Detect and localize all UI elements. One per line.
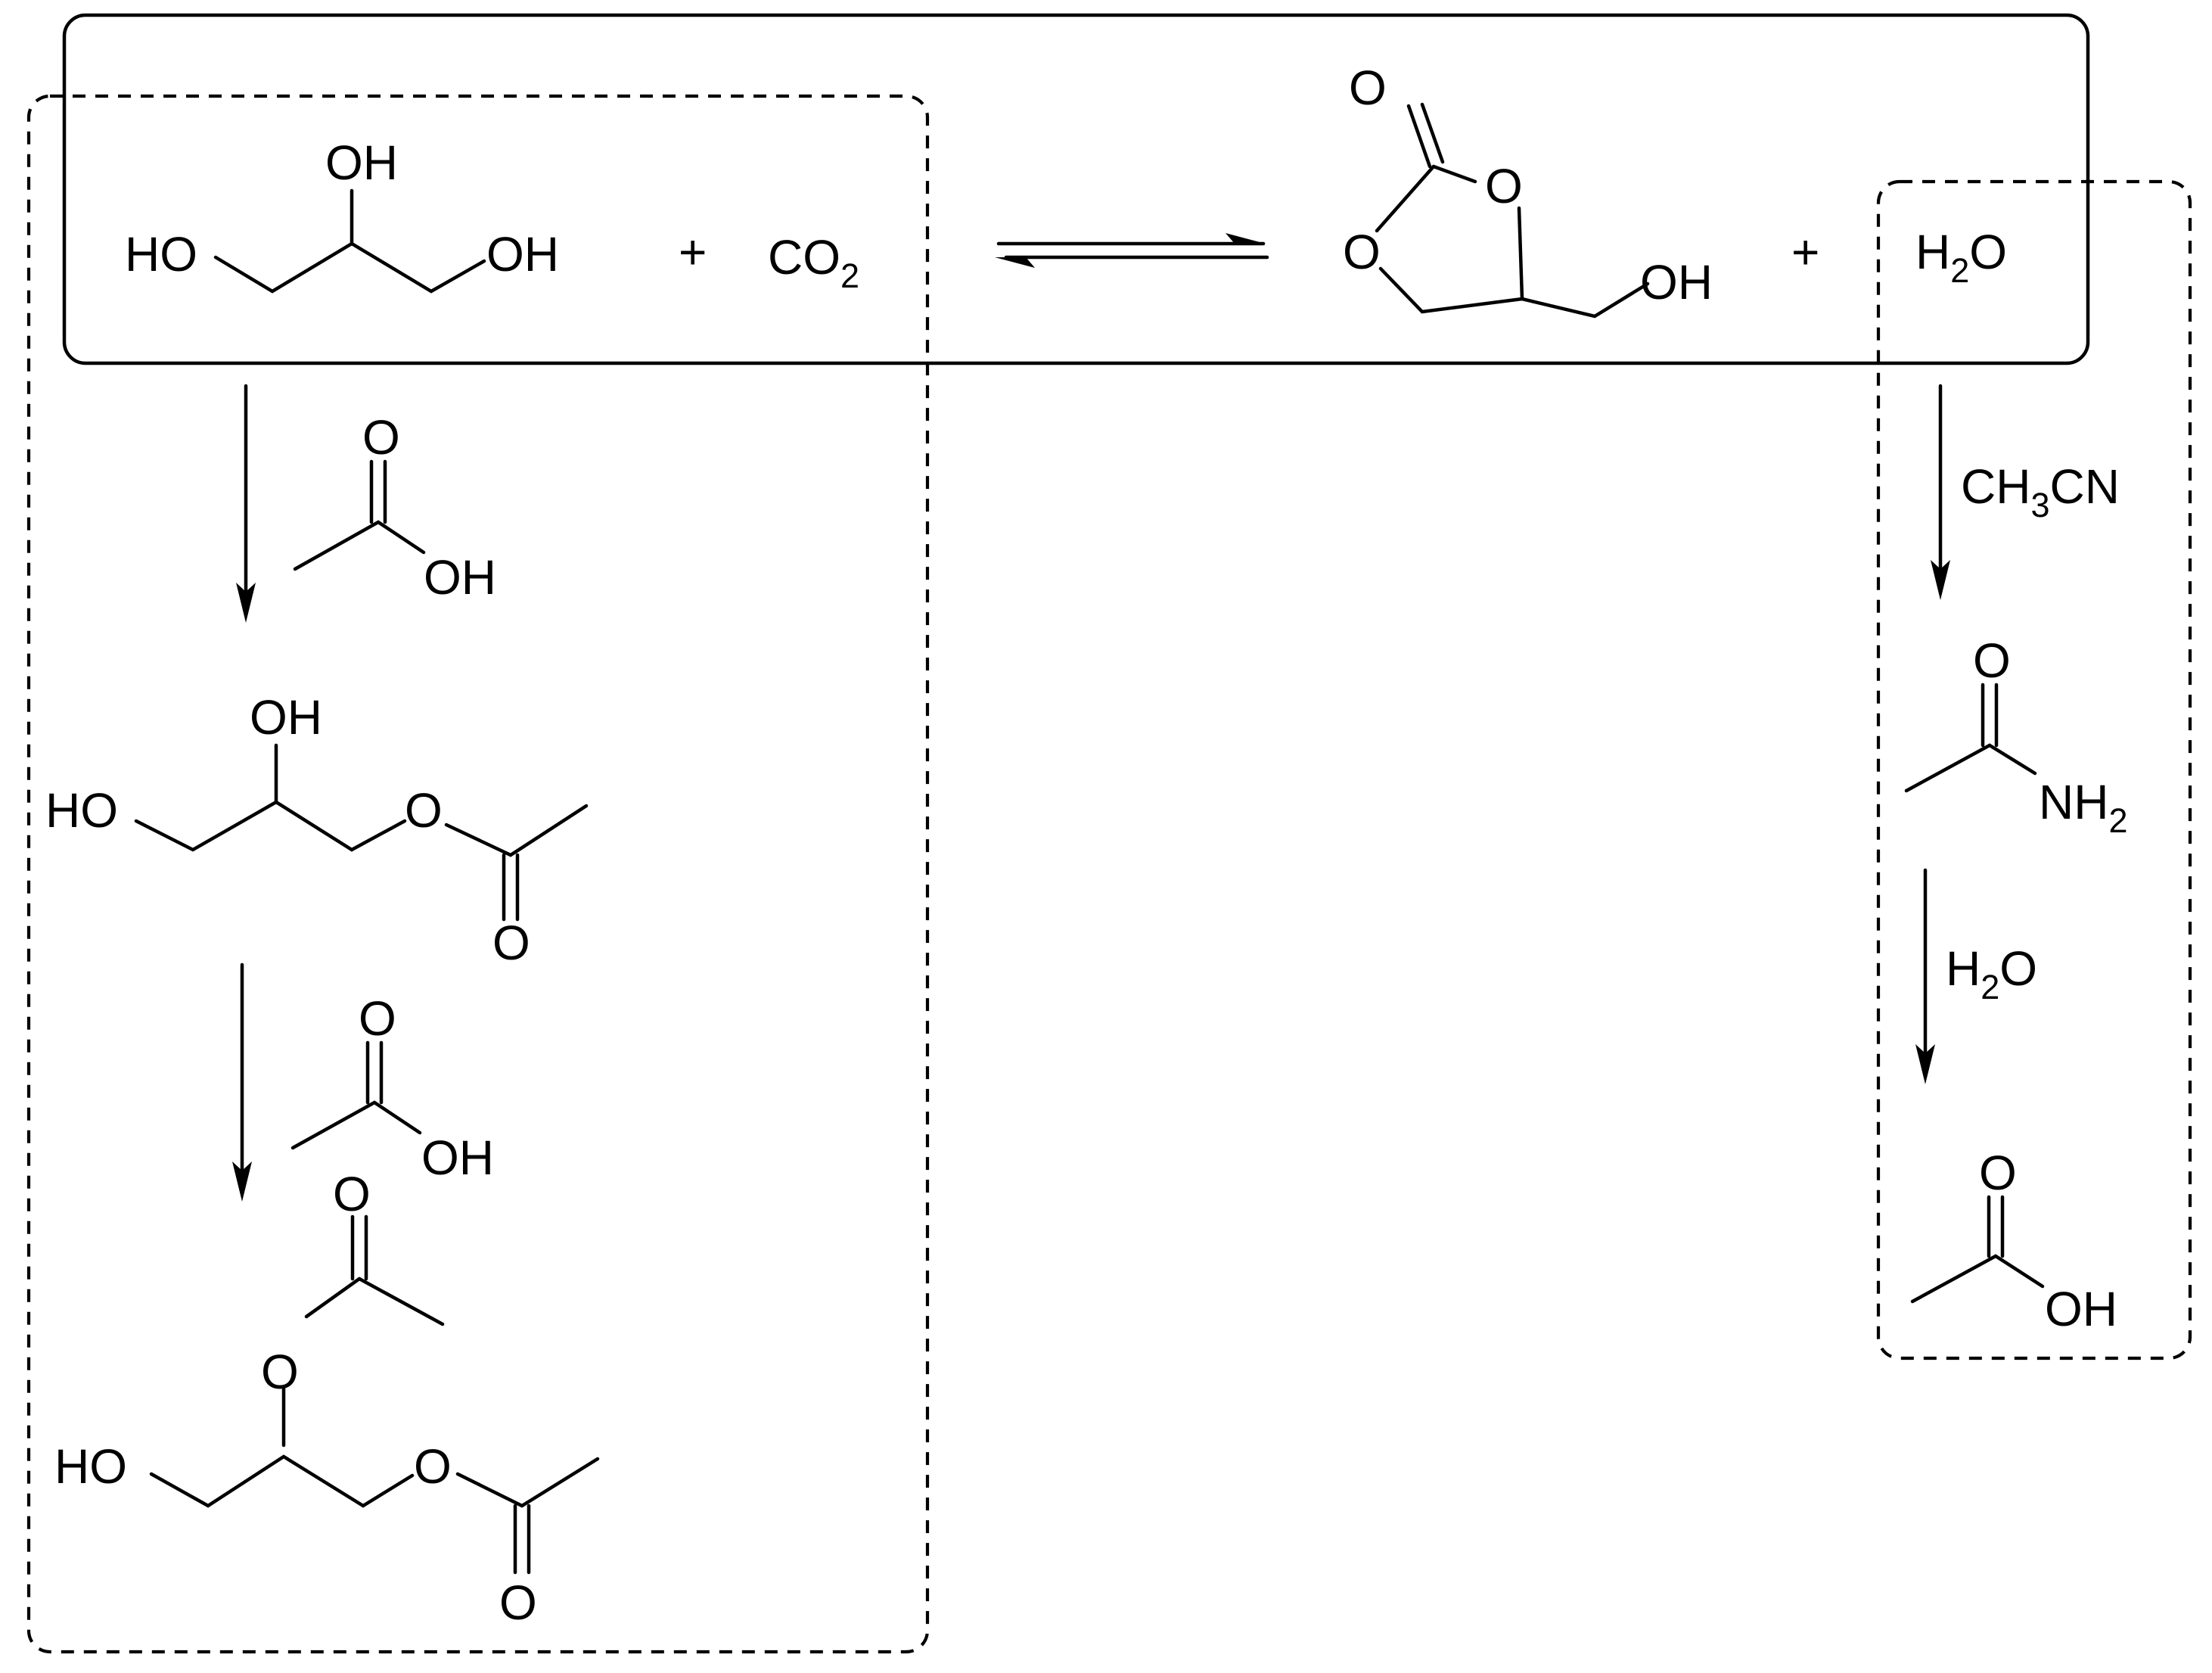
acid2-o: O (359, 991, 396, 1046)
equilibrium-arrows (995, 233, 1269, 268)
acid3-o: O (1979, 1146, 2017, 1200)
arrow-to-monoacetin (236, 384, 256, 623)
reagent-h2o: H2O (1946, 941, 2037, 1006)
di-o-carbonyl: O (499, 1575, 537, 1630)
equilibrium-box (62, 13, 2090, 365)
carbonate-o-carbonyl: O (1349, 61, 1387, 115)
glycerol-oh-left: HO (125, 227, 197, 281)
di-o-ester-top: O (261, 1345, 299, 1399)
monoacetin-structure: OH HO O O (45, 690, 589, 970)
acid3-oh: OH (2045, 1282, 2117, 1336)
plus-sign-right: + (1791, 225, 1819, 279)
diacetin-structure: O O HO O O (54, 1167, 600, 1630)
acid1-oh: OH (424, 550, 496, 605)
glycerol-oh-top: OH (325, 135, 398, 190)
reagent-ch3cn: CH3CN (1961, 459, 2120, 524)
acetamide-nh2: NH2 (2039, 775, 2127, 840)
glycerol-structure: OH HO OH (125, 135, 559, 294)
arrow-to-acetamide (1931, 384, 1950, 600)
water-label: H2O (1915, 225, 2007, 290)
di-o-ester: O (414, 1439, 452, 1494)
arrow-to-acetic-acid (1915, 868, 1935, 1084)
carbonate-oh: OH (1640, 255, 1713, 309)
acetic-acid-product: O OH (1910, 1146, 2117, 1336)
glycerol-oh-right: OH (486, 227, 559, 281)
co2-label: CO2 (768, 230, 859, 295)
acid1-o: O (362, 410, 400, 465)
glycerol-acetylation-box (26, 94, 930, 1654)
mono-o-carbonyl: O (492, 916, 530, 970)
di-o-carbonyl-top: O (333, 1167, 371, 1221)
glycerol-carbonate-structure: O O O OH (1343, 61, 1713, 319)
arrow-to-diacetin (232, 962, 252, 1202)
carbonate-o-ring-left: O (1343, 225, 1381, 279)
mono-o-ester: O (405, 783, 443, 838)
di-oh-left: HO (54, 1439, 127, 1494)
acid2-oh: OH (421, 1130, 494, 1185)
acetamide-o: O (1973, 633, 2011, 688)
carbonate-o-ring-right: O (1485, 159, 1523, 213)
acetic-acid-reagent-2: O OH (290, 991, 494, 1185)
mono-oh-left: HO (45, 783, 118, 838)
acetic-acid-reagent-1: O OH (293, 410, 496, 605)
plus-sign-left: + (679, 225, 707, 279)
water-removal-box (1876, 179, 2192, 1360)
mono-oh-top: OH (250, 690, 322, 745)
acetamide-structure: O NH2 (1904, 633, 2127, 840)
